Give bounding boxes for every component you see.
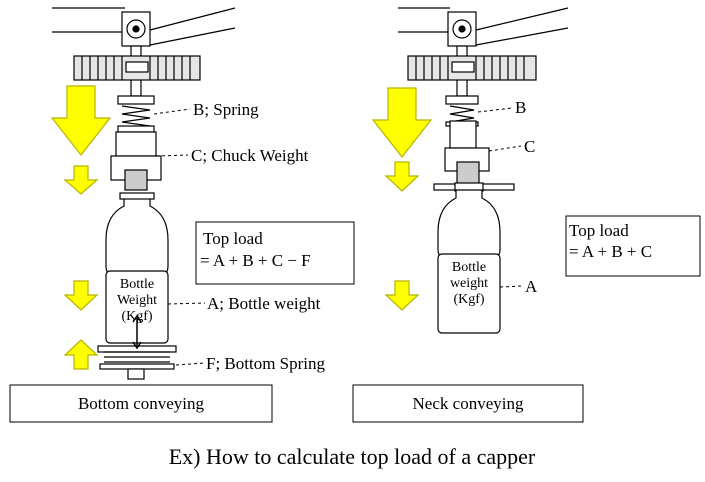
left-formula-box xyxy=(195,221,355,285)
left-bottle-text-1: Bottle xyxy=(120,277,154,292)
left-spring-bottom-plate xyxy=(117,125,155,133)
right-formula-title: Top load xyxy=(569,221,629,240)
right-chuck-housing xyxy=(449,120,477,149)
left-label-spring: B; Spring xyxy=(193,100,259,119)
right-small-down-arrow-icon xyxy=(384,161,420,192)
left-footer-label: Bottom conveying xyxy=(78,394,205,413)
right-big-down-arrow-icon xyxy=(371,87,433,158)
left-arrows xyxy=(50,85,112,370)
right-spring-top-plate xyxy=(445,95,479,105)
left-cap xyxy=(124,169,148,191)
left-mid-down-arrow-icon xyxy=(63,280,99,311)
right-cap xyxy=(456,161,480,185)
left-bottom-spring-icon xyxy=(104,351,170,363)
left-bottle-text-3: (Kgf) xyxy=(121,309,152,324)
left-chuck-housing xyxy=(115,131,157,157)
left-bottle-text-2: Weight xyxy=(117,293,157,308)
right-label-b: B xyxy=(515,98,526,117)
right-assembly xyxy=(398,7,569,334)
left-gear-icon xyxy=(73,55,201,81)
right-leaders xyxy=(477,107,523,288)
left-frame-lines xyxy=(52,7,236,46)
right-label-c: C xyxy=(524,137,535,156)
right-bottle-lower xyxy=(437,253,501,334)
left-formula: = A + B + C − F xyxy=(200,251,311,270)
left-bottle-upper xyxy=(105,197,169,277)
right-footer-box xyxy=(352,384,584,423)
right-frame-lines xyxy=(398,7,569,46)
left-small-down-arrow-icon xyxy=(63,165,99,195)
figure-caption: Ex) How to calculate top load of a cappe… xyxy=(169,444,536,469)
left-assembly xyxy=(52,7,236,380)
right-arrows xyxy=(371,87,433,311)
left-label-bottle-weight: A; Bottle weight xyxy=(207,294,321,313)
left-label-bottom-spring: F; Bottom Spring xyxy=(206,354,326,373)
left-spring-top-plate xyxy=(117,95,155,105)
right-bottle-upper xyxy=(437,189,501,259)
left-footer-box xyxy=(9,384,273,423)
right-mid-down-arrow-icon xyxy=(384,280,420,311)
right-bottle-text-3: (Kgf) xyxy=(453,292,484,307)
left-big-down-arrow-icon xyxy=(50,85,112,156)
right-label-a: A xyxy=(525,277,538,296)
left-label-chuck-weight: C; Chuck Weight xyxy=(191,146,309,165)
right-bottle-text-2: weight xyxy=(450,276,488,291)
left-double-arrow-icon xyxy=(132,314,142,350)
right-formula: = A + B + C xyxy=(569,242,652,261)
right-formula-box xyxy=(565,215,701,277)
left-formula-title: Top load xyxy=(203,229,263,248)
left-leaders xyxy=(153,108,206,366)
right-bottle-text-1: Bottle xyxy=(452,260,486,275)
left-spring-icon xyxy=(121,105,151,127)
left-up-arrow-icon xyxy=(63,339,99,370)
right-footer-label: Neck conveying xyxy=(413,394,524,413)
right-gear-icon xyxy=(407,55,537,81)
